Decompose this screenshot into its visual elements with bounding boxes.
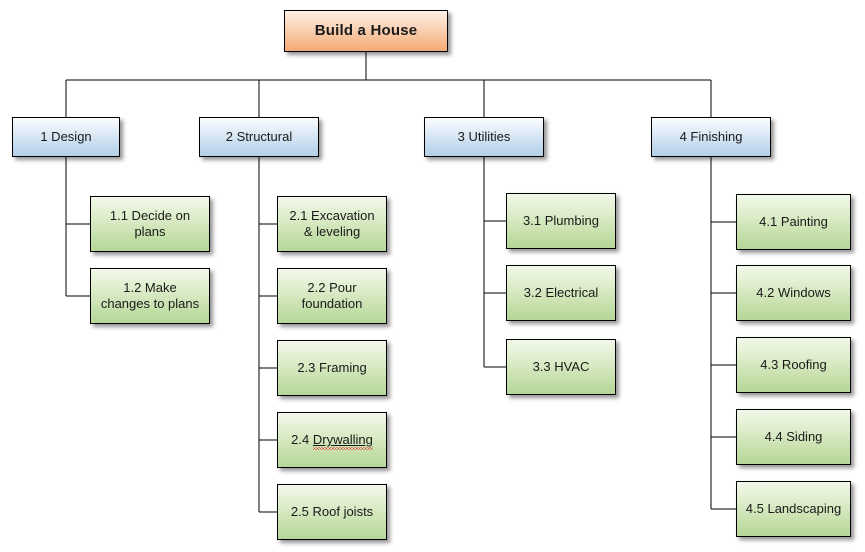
node-task-3-3[interactable]: 3.3 HVAC (506, 339, 616, 395)
node-label: 3.2 Electrical (523, 285, 599, 301)
node-label: 2.1 Excavation & leveling (289, 208, 375, 239)
node-task-3-2[interactable]: 3.2 Electrical (506, 265, 616, 321)
node-label: 1.1 Decide on plans (109, 208, 191, 239)
node-label: 4.3 Roofing (760, 357, 827, 373)
node-phase-2-structural[interactable]: 2 Structural (199, 117, 319, 157)
node-label: 2.3 Framing (297, 360, 367, 376)
node-label: 3.1 Plumbing (523, 213, 599, 229)
node-label: 3.3 HVAC (532, 359, 590, 375)
node-label: 1 Design (40, 129, 92, 145)
node-task-1-2[interactable]: 1.2 Make changes to plans (90, 268, 210, 324)
node-label: 2.2 Pour foundation (301, 280, 363, 311)
node-label: 4.2 Windows (756, 285, 831, 301)
node-label: 4.5 Landscaping (745, 501, 842, 517)
node-task-2-3[interactable]: 2.3 Framing (277, 340, 387, 396)
misspelled-word: Drywalling (312, 432, 373, 448)
node-task-2-5[interactable]: 2.5 Roof joists (277, 484, 387, 540)
node-label: Build a House (314, 21, 418, 39)
node-label: 4.4 Siding (764, 429, 823, 445)
node-root-build-a-house[interactable]: Build a House (284, 10, 448, 52)
node-label: 2.4 Drywalling (291, 432, 373, 448)
node-task-4-5[interactable]: 4.5 Landscaping (736, 481, 851, 537)
node-task-4-2[interactable]: 4.2 Windows (736, 265, 851, 321)
node-task-3-1[interactable]: 3.1 Plumbing (506, 193, 616, 249)
node-label: 1.2 Make changes to plans (100, 280, 200, 311)
node-phase-4-finishing[interactable]: 4 Finishing (651, 117, 771, 157)
node-task-4-3[interactable]: 4.3 Roofing (736, 337, 851, 393)
node-task-2-1[interactable]: 2.1 Excavation & leveling (277, 196, 387, 252)
node-task-1-1[interactable]: 1.1 Decide on plans (90, 196, 210, 252)
node-label: 4.1 Painting (759, 214, 828, 230)
node-label: 4 Finishing (679, 129, 743, 145)
node-phase-1-design[interactable]: 1 Design (12, 117, 120, 157)
node-task-2-2[interactable]: 2.2 Pour foundation (277, 268, 387, 324)
node-label: 3 Utilities (457, 129, 511, 145)
node-label: 2 Structural (225, 129, 293, 145)
node-task-4-1[interactable]: 4.1 Painting (736, 194, 851, 250)
node-label: 2.5 Roof joists (290, 504, 374, 520)
node-task-2-4[interactable]: 2.4 Drywalling (277, 412, 387, 468)
node-phase-3-utilities[interactable]: 3 Utilities (424, 117, 544, 157)
node-task-4-4[interactable]: 4.4 Siding (736, 409, 851, 465)
